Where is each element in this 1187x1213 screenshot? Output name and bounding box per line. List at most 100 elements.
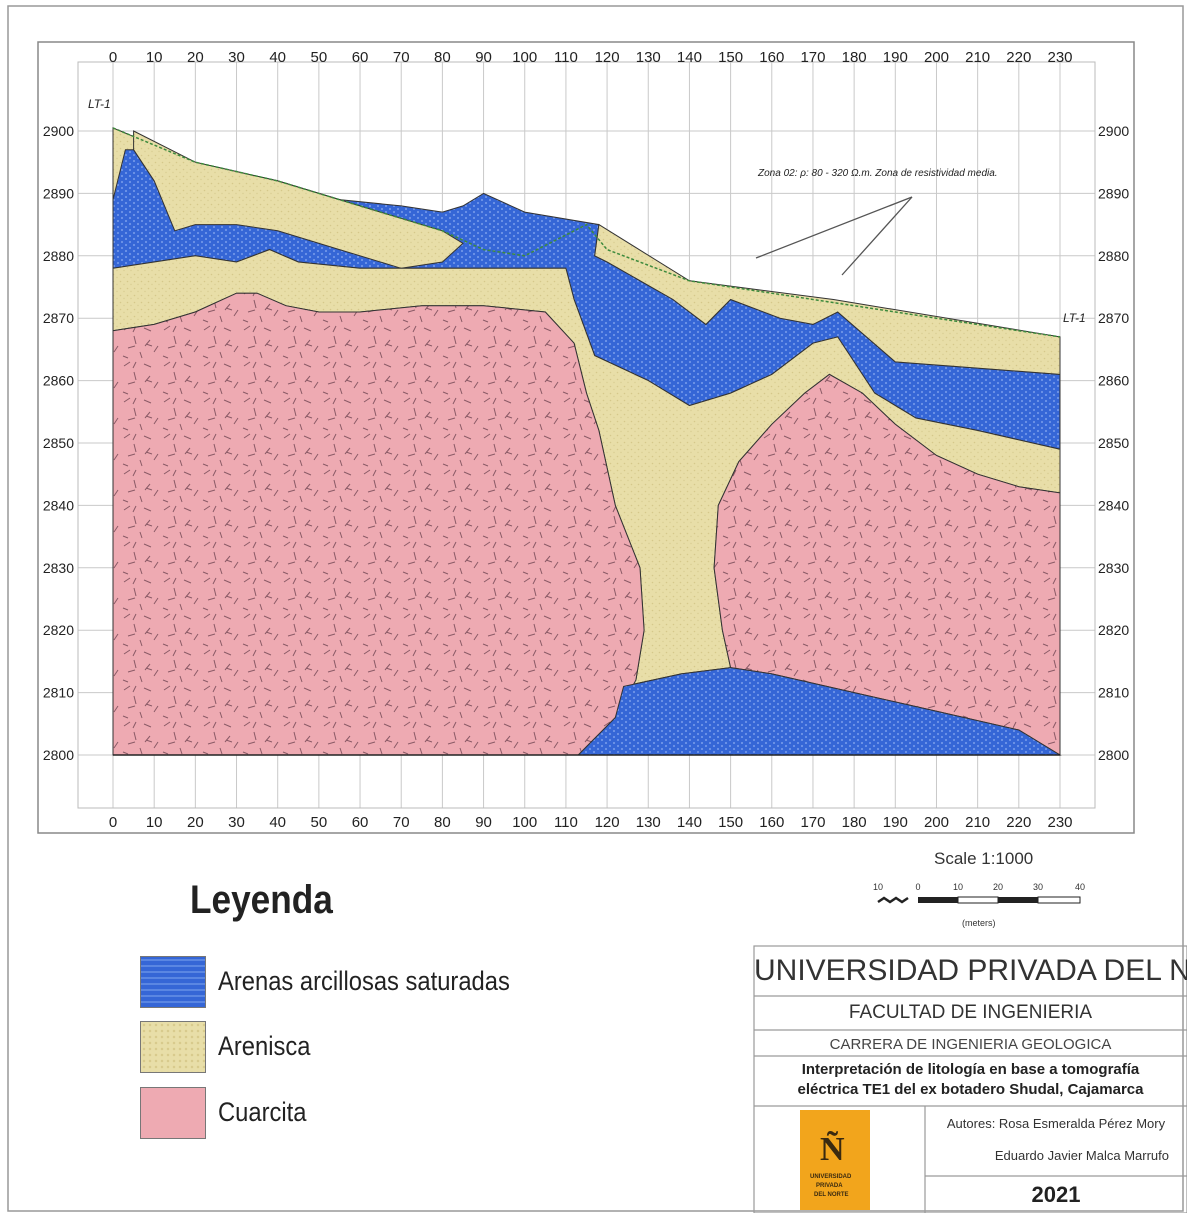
x-tick-top: 230 xyxy=(1047,49,1072,66)
legend-label-arenisca: Arenisca xyxy=(218,1031,311,1061)
x-tick-bottom: 150 xyxy=(718,814,743,831)
x-tick-bottom: 130 xyxy=(636,814,661,831)
scale-tick-label: 40 xyxy=(1075,882,1085,892)
x-tick-bottom: 70 xyxy=(393,814,410,831)
x-tick-top: 110 xyxy=(554,49,578,66)
x-tick-bottom: 110 xyxy=(554,814,578,831)
x-tick-top: 150 xyxy=(718,49,743,66)
x-tick-bottom: 180 xyxy=(842,814,867,831)
y-tick-left: 2800 xyxy=(43,747,74,763)
y-tick-right: 2800 xyxy=(1098,747,1129,763)
x-tick-bottom: 120 xyxy=(595,814,620,831)
x-tick-bottom: 160 xyxy=(759,814,784,831)
y-tick-left: 2880 xyxy=(43,248,74,264)
y-tick-right: 2840 xyxy=(1098,497,1129,513)
legend-label-arenas: Arenas arcillosas saturadas xyxy=(218,966,510,996)
interpretation-line-1: Interpretación de litología en base a to… xyxy=(801,1061,1140,1078)
title-block-frame xyxy=(753,945,1187,1213)
faculty-name: FACULTAD DE INGENIERIA xyxy=(848,1002,1093,1023)
y-tick-right: 2820 xyxy=(1098,622,1129,638)
x-tick-bottom: 210 xyxy=(965,814,990,831)
map-year: 2021 xyxy=(1031,1182,1081,1207)
x-tick-bottom: 50 xyxy=(311,814,328,831)
scale-tick-label: 0 xyxy=(915,882,920,892)
x-tick-bottom: 200 xyxy=(924,814,949,831)
scale-tick-label: 10 xyxy=(873,882,883,892)
legend-item-arenas: Arenas arcillosas saturadas xyxy=(140,956,560,1008)
x-tick-top: 0 xyxy=(109,49,117,66)
y-tick-right: 2850 xyxy=(1098,435,1129,451)
authors-line-1: Autores: Rosa Esmeralda Pérez Mory xyxy=(946,1116,1166,1131)
zone-annotation: Zona 02: ρ: 80 - 320 Ω.m. Zona de resist… xyxy=(757,168,998,179)
x-tick-top: 210 xyxy=(965,49,990,66)
x-tick-bottom: 170 xyxy=(800,814,825,831)
x-tick-bottom: 0 xyxy=(109,814,117,831)
x-tick-bottom: 140 xyxy=(677,814,702,831)
x-tick-top: 100 xyxy=(512,49,537,66)
map-axes: 0010102020303040405050606070708080909010… xyxy=(43,49,1130,831)
y-tick-left: 2890 xyxy=(43,185,74,201)
y-tick-left: 2870 xyxy=(43,310,74,326)
scale-title: Scale 1:1000 xyxy=(934,849,1034,868)
x-tick-top: 20 xyxy=(187,49,204,66)
career-name: CARRERA DE INGENIERIA GEOLOGICA xyxy=(829,1036,1112,1053)
y-tick-right: 2870 xyxy=(1098,310,1129,326)
legend-item-cuarcita: Cuarcita xyxy=(140,1087,560,1139)
legend-title: Leyenda xyxy=(190,878,333,922)
svg-text:DEL NORTE: DEL NORTE xyxy=(814,1192,849,1198)
line-label-right: LT-1 xyxy=(1063,311,1086,325)
svg-text:UNIVERSIDAD: UNIVERSIDAD xyxy=(810,1174,852,1180)
layer-cuarcita-left xyxy=(112,292,645,756)
x-tick-top: 90 xyxy=(475,49,492,66)
scale-unit: (meters) xyxy=(962,918,996,928)
legend-item-arenisca: Arenisca xyxy=(140,1021,560,1073)
x-tick-top: 140 xyxy=(677,49,702,66)
y-tick-left: 2850 xyxy=(43,435,74,451)
scale-tick-label: 20 xyxy=(993,882,1003,892)
x-tick-top: 80 xyxy=(434,49,451,66)
x-tick-top: 40 xyxy=(269,49,286,66)
x-tick-top: 200 xyxy=(924,49,949,66)
university-name: UNIVERSIDAD PRIVADA DEL NORTE xyxy=(754,954,1187,987)
y-tick-left: 2830 xyxy=(43,560,74,576)
legend-swatch-arenisca xyxy=(140,1021,206,1073)
y-tick-left: 2840 xyxy=(43,497,74,513)
svg-text:Ñ: Ñ xyxy=(820,1131,845,1168)
x-tick-top: 170 xyxy=(800,49,825,66)
interpretation-title: Interpretación de litología en base a to… xyxy=(754,1056,1187,1106)
authors-line-2: Eduardo Javier Malca Marrufo xyxy=(994,1148,1169,1163)
legend-swatch-arenas xyxy=(140,956,206,1008)
layer-arenisca-top-1 xyxy=(594,223,1061,375)
zone-annotation-leaders xyxy=(755,196,913,276)
grid-box xyxy=(77,61,1096,809)
x-tick-top: 120 xyxy=(595,49,620,66)
layer-arenas-lower xyxy=(577,667,1062,756)
x-tick-bottom: 10 xyxy=(146,814,163,831)
x-tick-top: 190 xyxy=(883,49,908,66)
y-tick-right: 2830 xyxy=(1098,560,1129,576)
line-label-left: LT-1 xyxy=(88,97,111,111)
x-tick-bottom: 60 xyxy=(352,814,369,831)
x-tick-top: 130 xyxy=(636,49,661,66)
x-tick-bottom: 100 xyxy=(512,814,537,831)
geology-section xyxy=(112,127,1062,756)
x-tick-top: 180 xyxy=(842,49,867,66)
y-tick-right: 2900 xyxy=(1098,123,1129,139)
x-tick-bottom: 230 xyxy=(1047,814,1072,831)
x-tick-top: 160 xyxy=(759,49,784,66)
x-tick-top: 220 xyxy=(1006,49,1031,66)
svg-text:PRIVADA: PRIVADA xyxy=(816,1183,843,1189)
y-tick-right: 2890 xyxy=(1098,185,1129,201)
topography-line xyxy=(112,127,1061,338)
y-tick-left: 2820 xyxy=(43,622,74,638)
x-tick-bottom: 30 xyxy=(228,814,245,831)
legend-label-cuarcita: Cuarcita xyxy=(218,1097,307,1127)
x-tick-bottom: 190 xyxy=(883,814,908,831)
x-tick-bottom: 90 xyxy=(475,814,492,831)
x-tick-top: 10 xyxy=(146,49,163,66)
x-tick-bottom: 20 xyxy=(187,814,204,831)
scale-tick-label: 30 xyxy=(1033,882,1043,892)
x-tick-bottom: 40 xyxy=(269,814,286,831)
